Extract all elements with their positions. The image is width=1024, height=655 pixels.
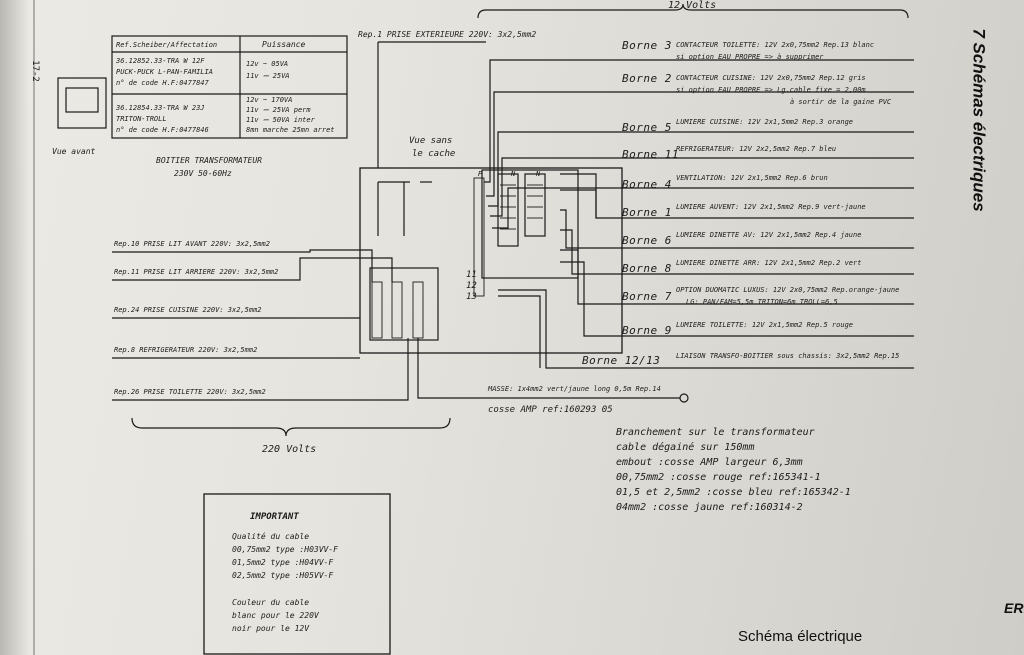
table-header-ref: Ref.Scheiber/Affectation [116,41,218,49]
borne-name: Borne 1 [622,206,672,219]
borne-note: si option EAU PROPRE => Lg.cable fixe = … [676,86,866,94]
borne-desc: CONTACTEUR CUISINE: 12V 2x0,75mm2 Rep.12… [676,74,866,82]
masse-label: MASSE: 1x4mm2 vert/jaune long 0,5m Rep.1… [488,385,661,393]
important-line: 00,75mm2 type :H03VV-F [232,545,338,554]
prise-label: Rep.26 PRISE TOILETTE 220V: 3x2,5mm2 [114,388,266,396]
borne-name: Borne 8 [622,262,672,275]
top-feed-label: Rep.1 PRISE EXTERIEURE 220V: 3x2,5mm2 [358,30,537,39]
page-ref: 17-2 [29,60,40,82]
view-label-1: Vue sans [409,136,453,146]
borne-desc: LIAISON TRANSFO-BOITIER sous chassis: 3x… [676,352,900,360]
transformer-box-sub: 230V 50-60Hz [174,169,232,178]
borne-name: Borne 11 [622,148,679,161]
important-line: Qualité du cable [232,532,310,541]
terminal-number: 11 [466,270,477,280]
branchement-line: embout :cosse AMP largeur 6,3mm [616,457,803,468]
table-row1-power-ac: 12v ~ 05VA [246,60,289,68]
borne-name: Borne 6 [622,234,672,247]
borne-desc: LUMIERE DINETTE AV: 12V 2x1,5mm2 Rep.4 j… [676,231,862,239]
important-line: blanc pour le 220V [232,611,319,620]
borne-desc: LUMIERE TOILETTE: 12V 2x1,5mm2 Rep.5 rou… [676,321,854,329]
view-label-2: le cache [412,149,456,159]
important-line: 01,5mm2 type :H04VV-F [232,558,334,567]
borne-desc: REFRIGERATEUR: 12V 2x2,5mm2 Rep.7 bleu [676,145,837,153]
branchement-line: cable dégainé sur 150mm [616,442,755,453]
borne-name: Borne 7 [622,290,672,303]
prise-label: Rep.10 PRISE LIT AVANT 220V: 3x2,5mm2 [114,240,270,248]
group-label-220v: 220 Volts [262,444,317,455]
borne-name: Borne 5 [622,121,672,134]
table-row2-model: TRITON-TROLL [116,115,167,123]
prise-label: Rep.8 REFRIGERATEUR 220V: 3x2,5mm2 [114,346,258,354]
borne-desc: VENTILATION: 12V 2x1,5mm2 Rep.6 brun [676,174,828,182]
table-row1-power-dc: 11v ⎓ 25VA [246,72,290,80]
section-title-text: Schémas électriques [969,42,989,212]
section-number: 7 [969,28,989,38]
table-row1-ref: 36.12852.33-TRA W 12F [116,57,205,65]
table-row2-power-ac: 12v ~ 170VA [246,96,293,104]
important-title: IMPORTANT [250,512,299,522]
front-view-label: Vue avant [52,147,96,156]
table-row2-code: n° de code H.F:0477846 [116,126,209,134]
branchement-line: 00,75mm2 :cosse rouge ref:165341-1 [616,472,821,483]
borne-desc: LUMIERE DINETTE ARR: 12V 2x1,5mm2 Rep.2 … [676,259,862,267]
masse-cosse: cosse AMP ref:160293 05 [488,405,613,415]
borne-name: Borne 2 [622,72,672,85]
borne-note-2: à sortir de la gaine PVC [790,98,892,106]
page-fold-shadow [0,0,30,655]
borne-desc: LUMIERE CUISINE: 12V 2x1,5mm2 Rep.3 oran… [676,118,854,126]
borne-desc: LUMIERE AUVENT: 12V 2x1,5mm2 Rep.9 vert-… [676,203,866,211]
table-row1-model: PUCK-PUCK L-PAN-FAMILIA [116,68,213,76]
section-title: 7 Schémas électriques [968,28,988,211]
borne-note: LG: PAN/FAM=5,5m TRITON=6m TROLL=6,5 [686,298,838,306]
branchement-line: 01,5 et 2,5mm2 :cosse bleu ref:165342-1 [616,487,851,498]
terminal-col-label: P [478,170,483,178]
borne-name: Borne 3 [622,39,672,52]
terminal-col-label: N [511,170,516,178]
table-row2-duty: 8mn marche 25mn arret [246,126,335,134]
brand-logo: ERI [1004,600,1024,616]
prise-label: Rep.11 PRISE LIT ARRIERE 220V: 3x2,5mm2 [114,268,279,276]
terminal-number: 12 [466,281,477,291]
terminal-col-label: N [536,170,541,178]
important-line: noir pour le 12V [232,624,310,633]
branchement-line: Branchement sur le transformateur [616,427,815,438]
transformer-box-label: BOITIER TRANSFORMATEUR [156,156,262,165]
figure-caption: Schéma électrique [738,628,863,645]
table-row1-code: n° de code H.F:0477847 [116,79,209,87]
prise-label: Rep.24 PRISE CUISINE 220V: 3x2,5mm2 [114,306,262,314]
borne-name: Borne 4 [622,178,672,191]
important-line: Couleur du cable [232,598,310,607]
borne-note: si option EAU PROPRE => à supprimer [676,53,824,61]
borne-desc: CONTACTEUR TOILETTE: 12V 2x0,75mm2 Rep.1… [676,41,875,49]
important-line: 02,5mm2 type :H05VV-F [232,571,334,580]
table-row2-power-inter: 11v ⎓ 50VA inter [246,116,315,124]
borne-desc: OPTION DUOMATIC LUXUS: 12V 2x0,75mm2 Rep… [676,286,900,294]
table-header-power: Puissance [262,40,306,49]
table-row2-ref: 36.12854.33-TRA W 23J [116,104,205,112]
table-row2-power-perm: 11v ⎓ 25VA perm [246,106,311,114]
borne-name: Borne 9 [622,324,672,337]
group-label-12v: 12 Volts [668,0,717,11]
terminal-number: 13 [466,292,477,302]
branchement-line: 04mm2 :cosse jaune ref:160314-2 [616,502,803,513]
borne-name: Borne 12/13 [582,354,661,367]
